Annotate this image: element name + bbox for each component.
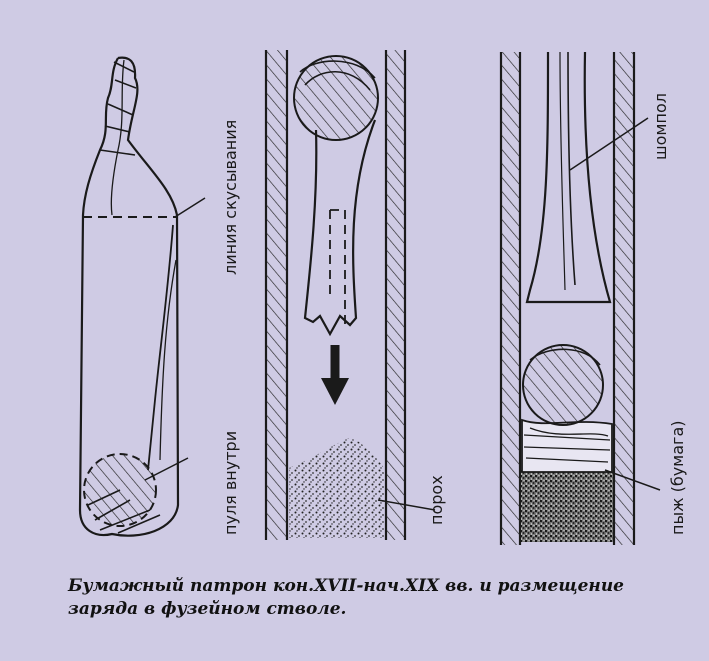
bite-line-leader (174, 197, 206, 218)
caption-line-1: Бумажный патрон кон.XVII-нач.XIX вв. и р… (68, 576, 625, 596)
powder-leader-line (377, 499, 436, 511)
wad-leader-line (604, 469, 661, 491)
barrel-ramrod (499, 51, 636, 545)
ramrod-leader-line (569, 117, 649, 171)
label-bite-line: линия скусывания (221, 120, 240, 275)
figure-caption: Бумажный патрон кон.XVII-нач.XIX вв. и р… (68, 575, 688, 621)
label-wad: пыж (бумага) (668, 421, 687, 536)
paper-cartridge (78, 56, 180, 537)
label-bullet-inside: пуля внутри (221, 431, 240, 535)
caption-line-2: заряда в фузейном стволе. (68, 599, 347, 619)
label-ramrod: шомпол (651, 93, 670, 160)
bullet-leader-line (144, 457, 189, 481)
label-powder: порох (427, 475, 446, 525)
barrel-loading (264, 50, 407, 540)
